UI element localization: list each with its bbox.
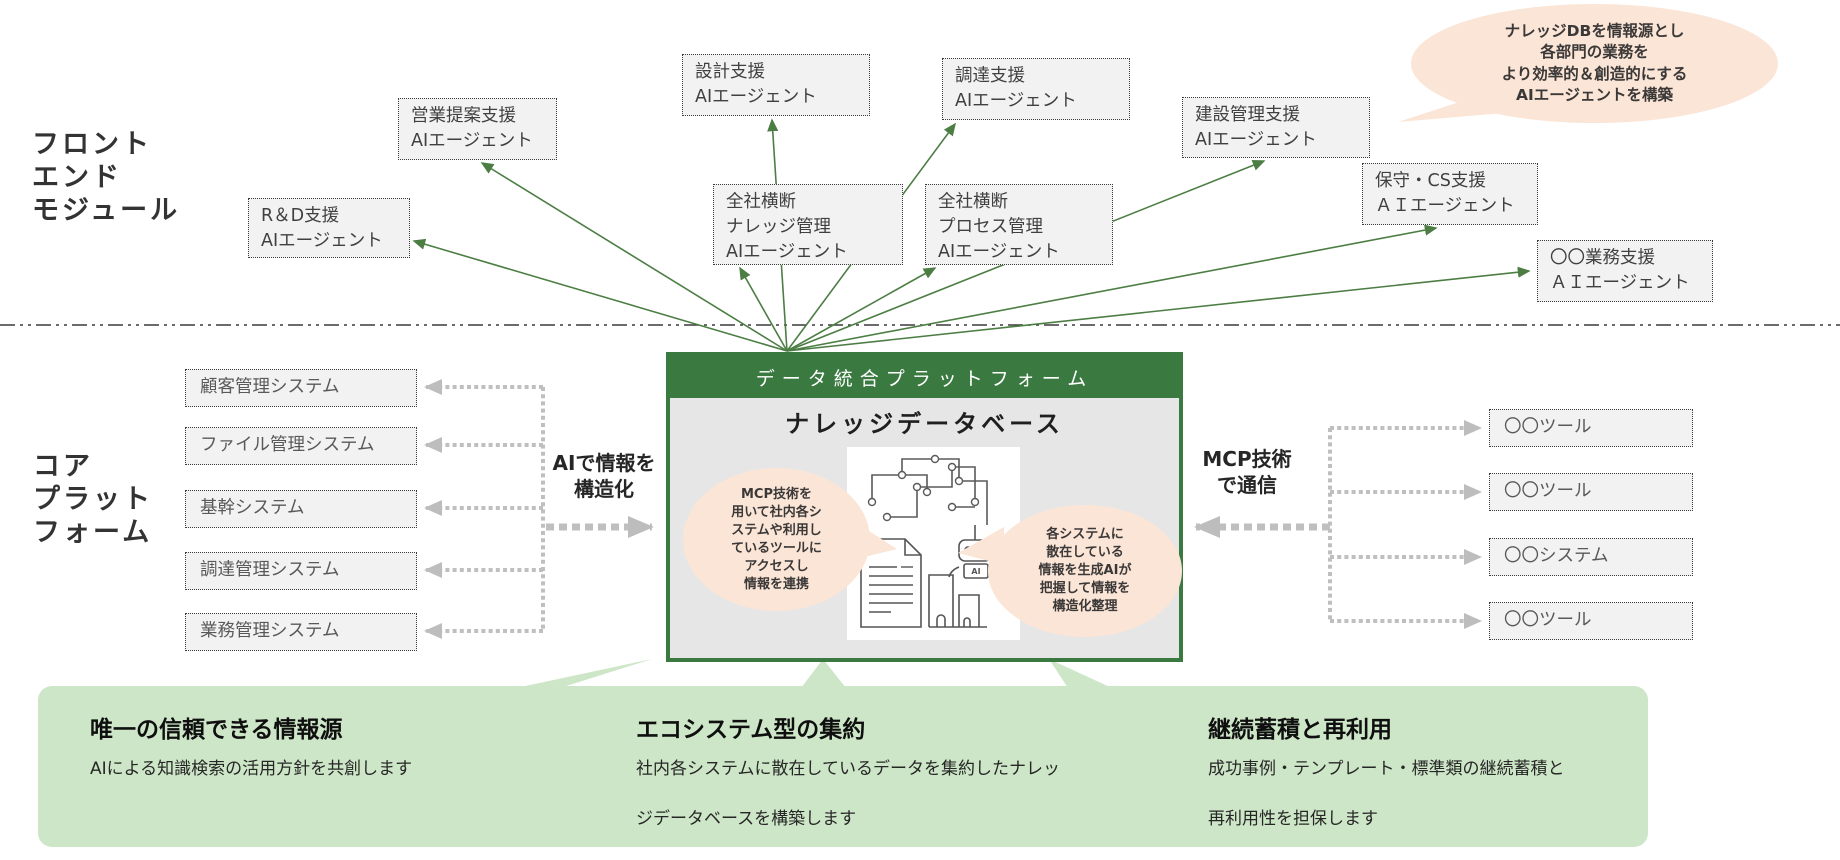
- knowledge-database-title: ナレッジデータベース: [785, 410, 1064, 438]
- tool-box-1: 〇〇ツール: [1489, 409, 1693, 447]
- ai-badge: AI: [971, 567, 980, 576]
- system-box-crm: 顧客管理システム: [185, 369, 417, 407]
- system-box-business-mgmt: 業務管理システム: [185, 613, 417, 651]
- footer-col-reuse: 継続蓄積と再利用 成功事例・テンプレート・標準類の継続蓄積と 再利用性を担保しま…: [1208, 686, 1638, 847]
- right-tool-connectors: [1328, 420, 1482, 629]
- agent-box-maintenance-cs: 保守・CS支援 ＡＩエージェント: [1362, 163, 1538, 225]
- genai-structuring-bubble: 各システムに 散在している 情報を生成AIが 把握して情報を 構造化整理: [988, 505, 1182, 637]
- tool-box-2: 〇〇ツール: [1489, 473, 1693, 511]
- core-platform-label: コア プラット フォーム: [33, 451, 153, 548]
- data-integration-platform: データ統合プラットフォーム ナレッジデータベース: [666, 352, 1183, 662]
- system-box-procurement: 調達管理システム: [185, 552, 417, 590]
- footer-wedges: [516, 659, 1112, 688]
- agent-box-rd: R＆D支援 AIエージェント: [248, 198, 410, 258]
- system-box-core: 基幹システム: [185, 490, 417, 528]
- footer-body-1: AIによる知識検索の活用方針を共創します: [90, 759, 413, 779]
- footer-heading-3: 継続蓄積と再利用: [1208, 717, 1392, 743]
- agent-box-procurement: 調達支援 AIエージェント: [942, 58, 1130, 120]
- mcp-flow-label: MCP技術 で通信: [1202, 447, 1292, 497]
- left-system-connectors: [424, 379, 545, 639]
- knowledge-db-illustration: AI: [847, 447, 1020, 640]
- agent-box-process-mgmt: 全社横断 プロセス管理 AIエージェント: [925, 184, 1113, 265]
- mcp-access-bubble: MCP技術を 用いて社内各シ ステムや利用し ているツールに アクセスし 情報を…: [683, 468, 870, 611]
- footer-heading-1: 唯一の信頼できる情報源: [90, 717, 343, 743]
- system-box-file-mgmt: ファイル管理システム: [185, 427, 417, 465]
- goal-speech-bubble: ナレッジDBを情報源とし 各部門の業務を より効率的＆創造的にする AIエージェ…: [1411, 4, 1778, 123]
- footer-heading-2: エコシステム型の集約: [636, 717, 866, 743]
- agent-box-knowledge-mgmt: 全社横断 ナレッジ管理 AIエージェント: [713, 184, 903, 265]
- tool-box-4: 〇〇ツール: [1489, 602, 1693, 640]
- tool-box-3: 〇〇システム: [1489, 538, 1693, 576]
- footer-col-ecosystem: エコシステム型の集約 社内各システムに散在しているデータを集約したナレッ ジデー…: [636, 686, 1196, 847]
- ai-robot-illustration: AI: [860, 454, 992, 628]
- agent-box-construction: 建設管理支援 AIエージェント: [1182, 97, 1370, 158]
- structuring-flow-label: AIで情報を 構造化: [552, 451, 656, 501]
- value-proposition-banner: 唯一の信頼できる情報源 AIによる知識検索の活用方針を共創します エコシステム型…: [38, 686, 1648, 847]
- agent-box-sales: 営業提案支援 AIエージェント: [398, 98, 557, 160]
- footer-body-3: 成功事例・テンプレート・標準類の継続蓄積と 再利用性を担保します: [1208, 759, 1565, 829]
- platform-header: データ統合プラットフォーム: [670, 356, 1179, 398]
- footer-col-source-of-truth: 唯一の信頼できる情報源 AIによる知識検索の活用方針を共創します: [90, 686, 610, 847]
- footer-body-2: 社内各システムに散在しているデータを集約したナレッ ジデータベースを構築します: [636, 759, 1060, 829]
- frontend-module-label: フロント エンド モジュール: [32, 129, 181, 226]
- agent-box-design: 設計支援 AIエージェント: [682, 54, 870, 116]
- robot-icon: [948, 525, 992, 579]
- agent-box-generic-business: 〇〇業務支援 ＡＩエージェント: [1537, 240, 1713, 302]
